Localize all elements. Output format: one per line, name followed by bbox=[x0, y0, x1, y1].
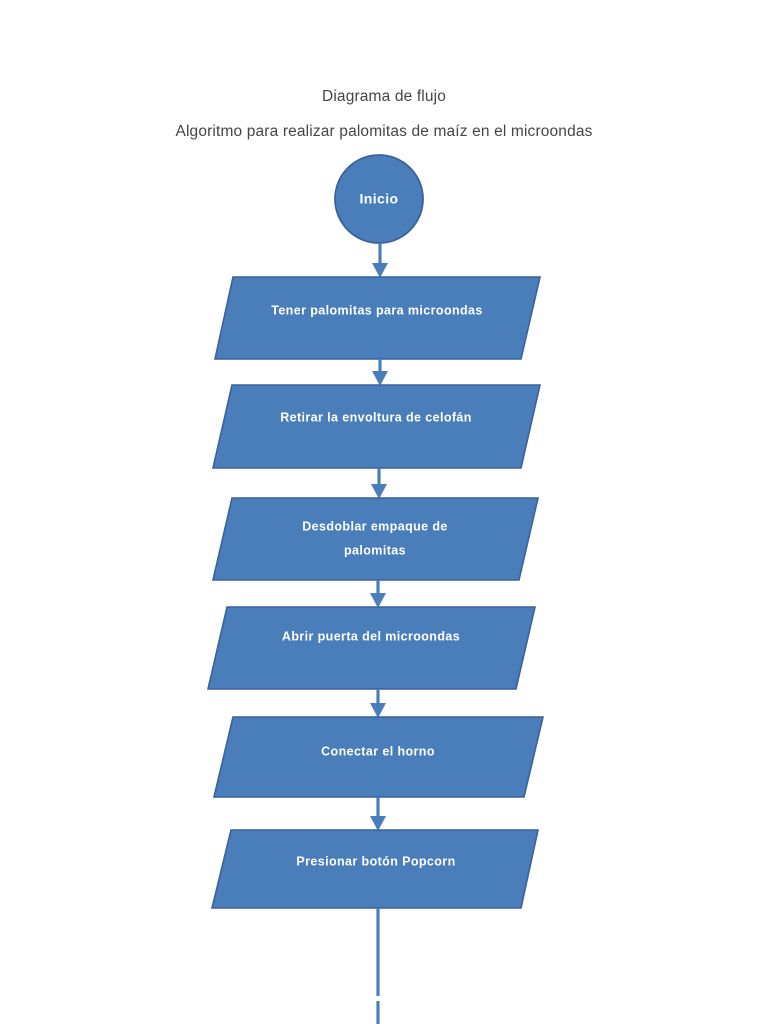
parallelogram-shape bbox=[210, 829, 539, 909]
parallelogram-shape bbox=[212, 716, 545, 798]
flow-node-retirar-envoltura[interactable]: Retirar la envoltura de celofán bbox=[211, 384, 542, 469]
connector-inicio-to-tener-palomitas bbox=[372, 243, 388, 278]
flow-node-retirar-envoltura-label: Retirar la envoltura de celofán bbox=[280, 410, 472, 424]
flow-node-conectar-horno-label: Conectar el horno bbox=[321, 744, 435, 758]
arrowhead-icon bbox=[372, 263, 388, 278]
connector-retirar-envoltura-to-desdoblar-empaque bbox=[371, 468, 387, 499]
connector-conectar-horno-to-presionar-boton bbox=[370, 797, 386, 831]
connector-abrir-puerta-to-conectar-horno bbox=[370, 689, 386, 718]
parallelogram-shape bbox=[211, 497, 540, 581]
arrowhead-icon bbox=[371, 484, 387, 499]
flow-node-abrir-puerta-label: Abrir puerta del microondas bbox=[282, 629, 460, 643]
flow-node-inicio[interactable]: Inicio bbox=[334, 154, 424, 244]
flow-node-conectar-horno[interactable]: Conectar el horno bbox=[212, 716, 545, 798]
flow-node-inicio-label: Inicio bbox=[360, 191, 399, 207]
flow-node-desdoblar-empaque-label-line1: Desdoblar empaque de bbox=[302, 519, 448, 533]
flow-node-presionar-boton-popcorn[interactable]: Presionar botón Popcorn bbox=[210, 829, 539, 909]
diagram-subtitle: Algoritmo para realizar palomitas de maí… bbox=[175, 123, 593, 140]
flow-node-desdoblar-empaque-label-line2: palomitas bbox=[344, 543, 406, 557]
parallelogram-shape bbox=[214, 276, 542, 360]
flow-node-tener-palomitas[interactable]: Tener palomitas para microondas bbox=[214, 276, 542, 360]
diagram-title: Diagrama de flujo bbox=[321, 88, 447, 105]
arrowhead-icon bbox=[370, 703, 386, 718]
flow-node-presionar-boton-popcorn-label: Presionar botón Popcorn bbox=[296, 854, 455, 868]
arrowhead-icon bbox=[370, 593, 386, 608]
flow-node-abrir-puerta[interactable]: Abrir puerta del microondas bbox=[206, 606, 537, 690]
connector-desdoblar-empaque-to-abrir-puerta bbox=[370, 580, 386, 608]
arrowhead-icon bbox=[372, 371, 388, 386]
flow-node-desdoblar-empaque[interactable]: Desdoblar empaque de palomitas bbox=[211, 497, 540, 581]
flow-node-tener-palomitas-label: Tener palomitas para microondas bbox=[271, 303, 483, 317]
connector-tener-palomitas-to-retirar-envoltura bbox=[372, 359, 388, 386]
parallelogram-shape bbox=[211, 384, 542, 469]
arrowhead-icon bbox=[370, 816, 386, 831]
parallelogram-shape bbox=[206, 606, 537, 690]
